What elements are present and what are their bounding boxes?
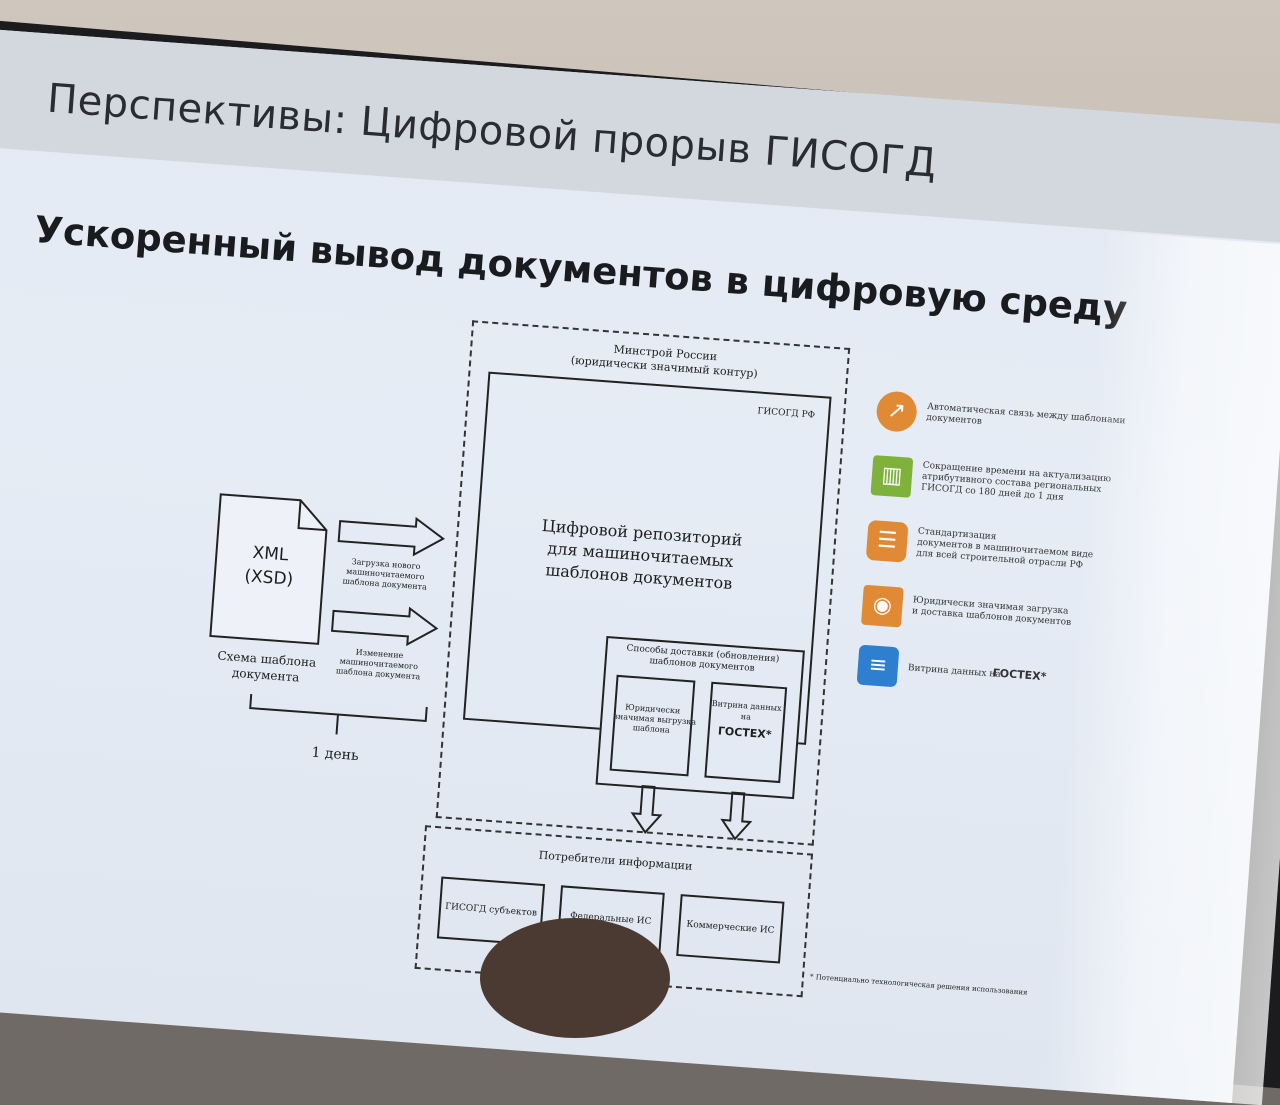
projected-slide: Перспективы: Цифровой прорыв ГИСОГД Уско… bbox=[0, 29, 1280, 1105]
legend-5-line-1: Витрина данных на bbox=[907, 663, 1001, 680]
share-nodes-icon: ↗ bbox=[875, 390, 919, 434]
audience-head bbox=[480, 918, 670, 1038]
duration-brace bbox=[249, 694, 428, 735]
change-arrow-icon bbox=[331, 606, 439, 647]
slide-subtitle: Ускоренный вывод документов в цифровую с… bbox=[33, 208, 1129, 332]
down-arrow-icon bbox=[720, 791, 753, 841]
footnote: * Потенциально технологическая решения и… bbox=[809, 972, 1028, 997]
slide-surface: Перспективы: Цифровой прорыв ГИСОГД Уско… bbox=[0, 29, 1280, 1105]
shield-data-icon: ≡ bbox=[856, 644, 900, 688]
location-pin-icon: ◉ bbox=[860, 584, 904, 628]
bar-chart-clock-icon: ▥ bbox=[870, 455, 914, 498]
documents-icon: ☰ bbox=[865, 519, 909, 563]
document-page-icon bbox=[209, 493, 328, 645]
down-arrow-icon bbox=[630, 784, 663, 834]
upload-arrow-icon bbox=[337, 516, 445, 557]
xml-schema-document: XML (XSD) bbox=[208, 492, 330, 646]
screen-glare bbox=[1042, 231, 1280, 1105]
duration-label: 1 день bbox=[310, 744, 360, 765]
legend-5-brand: ГОСТЕХ* bbox=[992, 666, 1047, 684]
